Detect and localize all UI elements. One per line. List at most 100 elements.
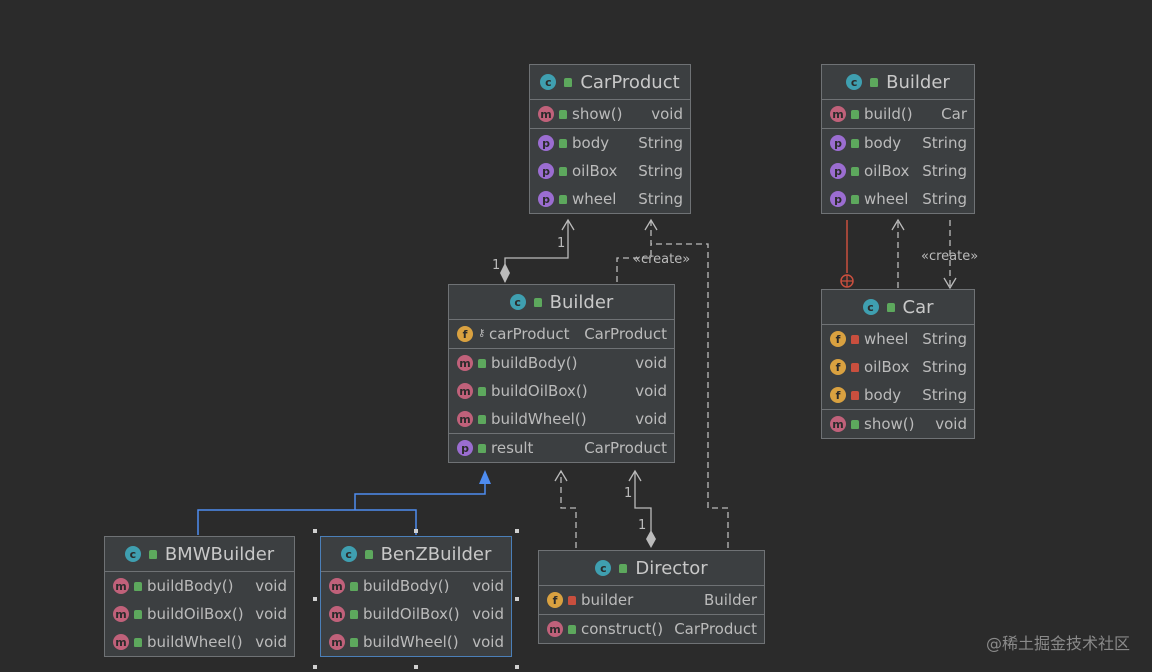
method-row[interactable]: m show() void [530,100,690,128]
selection-handle[interactable] [313,529,317,533]
property-icon: p [538,191,554,207]
member-type: void [935,415,967,433]
public-visibility-icon [619,563,628,573]
method-icon: m [457,411,473,427]
public-visibility-icon [851,419,859,429]
member-type: CarProduct [584,325,667,343]
class-icon: c [509,294,526,310]
method-icon: m [113,634,129,650]
field-row[interactable]: f builder Builder [539,586,764,614]
member-type: void [255,633,287,651]
member-name: construct() [581,620,664,638]
public-visibility-icon [559,109,567,119]
method-icon: m [329,578,345,594]
class-name: Builder [549,291,614,313]
selection-handle[interactable] [414,529,418,533]
dependency-director-carproduct [651,243,729,548]
field-icon: f [547,592,563,608]
private-lock-icon [568,595,576,605]
composition-diamond [500,263,510,283]
public-visibility-icon [564,77,573,87]
class-name: Builder [886,71,950,93]
create-stereotype-label: «create» [921,249,979,264]
public-visibility-icon [148,549,157,559]
dependency-director-builder [560,471,577,548]
property-icon: p [830,163,846,179]
member-name: show() [572,105,623,123]
selection-handle[interactable] [414,665,418,669]
member-type: CarProduct [674,620,757,638]
member-name: wheel [864,330,909,348]
property-icon: p [538,135,554,151]
selection-handle[interactable] [515,665,519,669]
multiplicity-label: 1 [624,486,633,501]
selection-handle[interactable] [313,665,317,669]
property-icon: p [538,163,554,179]
class-name: Car [902,296,934,318]
method-row[interactable]: m buildOilBox() void [449,377,674,405]
member-type: void [635,382,667,400]
member-type: Builder [703,591,757,609]
field-icon: f [830,359,846,375]
selection-handle[interactable] [515,529,519,533]
class-icon: c [595,560,612,576]
class-icon: c [862,299,879,315]
create-stereotype-label: «create» [633,252,691,267]
public-visibility-icon [851,138,859,148]
member-name: buildBody() [363,577,450,595]
member-type: String [638,162,683,180]
class-header: c Builder [449,285,674,320]
public-visibility-icon [559,194,567,204]
member-name: body [572,134,610,152]
selection-handle[interactable] [313,597,317,601]
public-visibility-icon [559,166,567,176]
method-icon: m [538,106,554,122]
package-key-icon: ⚷ [478,328,486,339]
member-type: CarProduct [584,439,667,457]
class-name: BenZBuilder [380,543,492,565]
property-icon: p [830,135,846,151]
method-row[interactable]: m buildWheel() void [105,628,294,656]
method-icon: m [329,634,345,650]
member-type: void [651,105,683,123]
method-icon: m [457,383,473,399]
member-name: buildOilBox() [491,382,588,400]
composition-builder-carproduct [504,220,569,282]
member-name: buildWheel() [147,633,243,651]
member-name: body [864,134,902,152]
member-name: builder [581,591,634,609]
selection-handle[interactable] [515,597,519,601]
private-lock-icon [851,390,859,400]
